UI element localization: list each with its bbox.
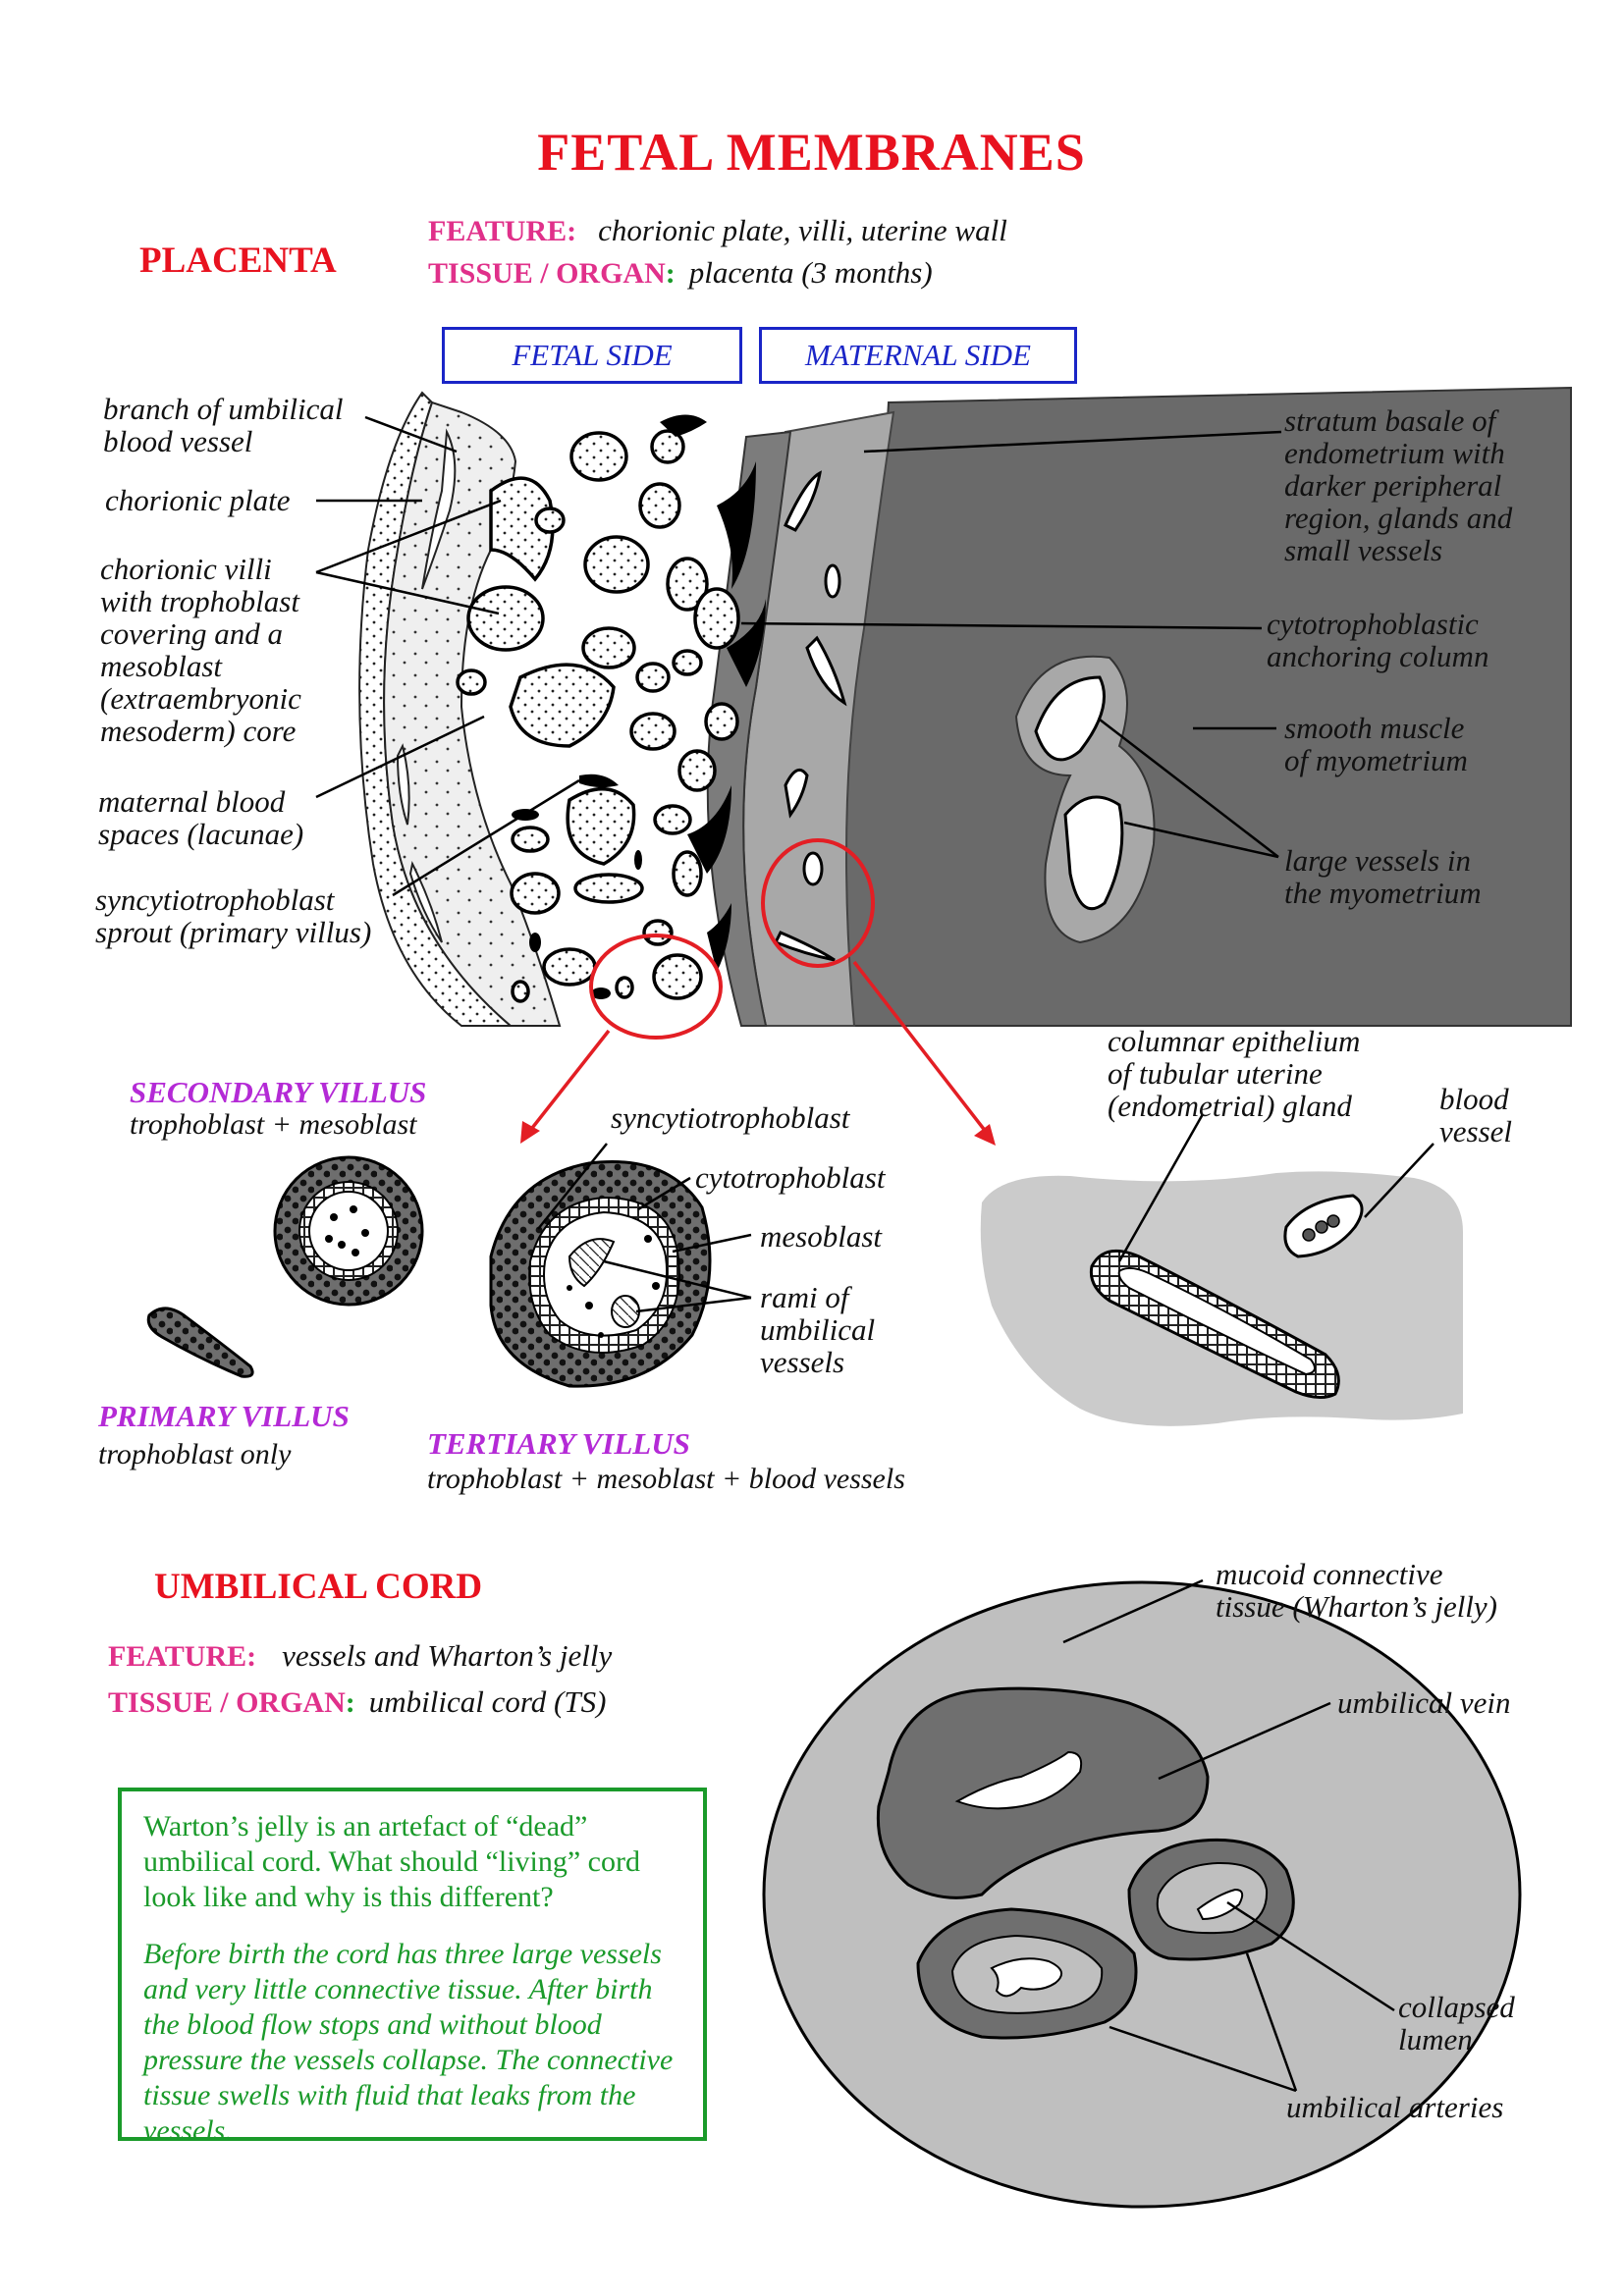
placenta-diagram xyxy=(358,386,1572,1146)
umbilical-feature-line: FEATURE: vessels and Wharton’s jelly xyxy=(108,1639,612,1674)
primary-villus-drawing xyxy=(146,1307,254,1378)
placenta-tissue-line: TISSUE / ORGAN: placenta (3 months) xyxy=(428,256,933,291)
gland-leader-lines xyxy=(1117,1113,1434,1262)
note-answer: Before birth the cord has three large ve… xyxy=(143,1938,674,2147)
maternal-side-box: MATERNAL SIDE xyxy=(759,327,1077,384)
primary-villus-title: PRIMARY VILLUS xyxy=(98,1399,350,1433)
tissue-colon: : xyxy=(665,257,676,290)
chorionic-villi xyxy=(456,429,740,1003)
secondary-villus-drawing xyxy=(273,1155,424,1307)
feature-label: FEATURE: xyxy=(428,215,577,247)
label-umbilical-vein: umbilical vein xyxy=(1337,1685,1511,1720)
villi-highlight-circle xyxy=(589,934,723,1040)
label-umbilical-arteries: umbilical arteries xyxy=(1286,2090,1504,2124)
placenta-heading: PLACENTA xyxy=(139,240,337,281)
umbilical-feature-label: FEATURE: xyxy=(108,1640,257,1673)
tissue-label: TISSUE / ORGAN xyxy=(428,257,666,290)
arrow-to-gland xyxy=(852,960,992,1139)
tertiary-leader-lines xyxy=(537,1143,752,1313)
umbilical-branch-vessels xyxy=(396,428,457,943)
myometrium-large-vessels xyxy=(1014,655,1156,944)
secondary-villus-title: SECONDARY VILLUS xyxy=(130,1075,427,1109)
note-question: Warton’s jelly is an artefact of “dead” … xyxy=(143,1810,640,1913)
umbilical-heading: UMBILICAL CORD xyxy=(154,1567,483,1607)
umbilical-tissue-value: umbilical cord (TS) xyxy=(368,1684,607,1719)
endometrium-highlight-circle xyxy=(761,838,875,968)
umbilical-tissue-line: TISSUE / ORGAN: umbilical cord (TS) xyxy=(108,1685,606,1720)
label-cytotrophoblast: cytotrophoblast xyxy=(695,1160,886,1195)
primary-villus-sub: trophoblast only xyxy=(98,1438,292,1470)
tertiary-villus-title: TERTIARY VILLUS xyxy=(427,1426,690,1461)
umbilical-tissue-colon: : xyxy=(345,1686,355,1719)
umbilical-tissue-label: TISSUE / ORGAN xyxy=(108,1686,346,1719)
label-syncytiotrophoblast: syncytiotrophoblast xyxy=(611,1100,850,1135)
label-mesoblast: mesoblast xyxy=(760,1219,882,1254)
tertiary-villus-sub: trophoblast + mesoblast + blood vessels xyxy=(427,1463,905,1495)
endometrial-glands xyxy=(773,470,847,962)
umbilical-feature-value: vessels and Wharton’s jelly xyxy=(282,1638,613,1673)
placenta-leader-lines xyxy=(315,415,1282,897)
trophoblast-sprouts xyxy=(512,414,766,999)
feature-value: chorionic plate, villi, uterine wall xyxy=(598,213,1007,247)
tissue-value: placenta (3 months) xyxy=(688,255,933,290)
tertiary-villus-drawing xyxy=(489,1159,712,1388)
placenta-feature-line: FEATURE: chorionic plate, villi, uterine… xyxy=(428,214,1007,248)
page-title: FETAL MEMBRANES xyxy=(537,123,1086,182)
secondary-villus-sub: trophoblast + mesoblast xyxy=(130,1108,417,1141)
gland-drawing xyxy=(980,1171,1463,1426)
fetal-side-box: FETAL SIDE xyxy=(442,327,742,384)
label-chorionic-plate: chorionic plate xyxy=(105,483,291,517)
umbilical-cord-drawing xyxy=(762,1580,1522,2209)
umbilical-leader-lines xyxy=(1062,1578,1395,2093)
note-box: Warton’s jelly is an artefact of “dead” … xyxy=(118,1788,707,2147)
arrow-to-villi xyxy=(523,1029,611,1139)
